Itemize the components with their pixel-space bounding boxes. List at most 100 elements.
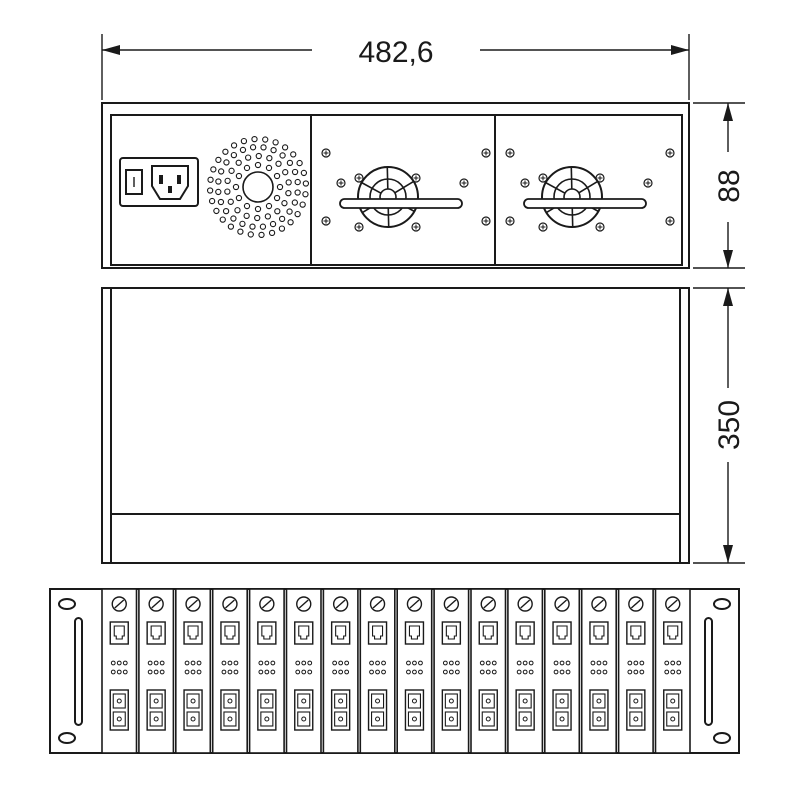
status-led-icon: [221, 660, 227, 666]
status-led-icon: [307, 660, 313, 666]
vent-hole: [234, 207, 241, 214]
vent-hole: [254, 161, 262, 169]
rj45-port-icon: [404, 621, 425, 645]
vent-hole: [235, 194, 243, 202]
status-led-icon: [375, 660, 380, 666]
status-led-icon: [418, 669, 423, 675]
card-faceplate: [507, 588, 544, 754]
fiber-port-icon: [109, 689, 129, 731]
status-led-icon: [258, 669, 264, 675]
vent-hole: [291, 168, 299, 176]
screw-icon: [481, 148, 491, 158]
vent-hole: [227, 198, 234, 205]
status-led-icon: [369, 660, 374, 666]
thumb-screw-icon: [406, 596, 423, 612]
rj45-port-icon: [589, 621, 609, 645]
vent-hole: [259, 223, 267, 230]
rear-view: [101, 102, 690, 269]
thumb-screw-icon: [148, 596, 164, 612]
vent-hole: [213, 207, 220, 215]
status-led-icon: [522, 669, 528, 675]
thumb-screw-icon: [222, 596, 238, 612]
power-inlet-plate: [119, 157, 199, 207]
card-faceplate: [396, 588, 433, 754]
status-led-icon: [184, 669, 190, 675]
rack-ear-hole-bottom-right: [713, 732, 731, 744]
status-led-icon: [375, 669, 380, 675]
vent-hole: [273, 194, 281, 202]
status-led-icon: [553, 660, 559, 666]
vent-hole: [290, 151, 297, 158]
status-led-icon: [264, 669, 270, 675]
screw-icon: [595, 222, 605, 232]
status-led-icon: [454, 660, 460, 666]
status-led-icon: [596, 669, 602, 675]
status-led-icon: [479, 660, 485, 666]
rack-handle-right: [704, 617, 713, 726]
vent-hole: [302, 191, 309, 198]
vent-hole: [265, 164, 273, 172]
thumb-screw-icon: [296, 596, 312, 612]
vent-hole: [244, 154, 252, 161]
rj45-port-icon: [294, 621, 314, 645]
card-faceplate: [175, 588, 212, 754]
media-converter-card: [322, 588, 359, 754]
card-faceplate: [654, 588, 691, 754]
vent-hole: [260, 144, 267, 151]
status-led-icon: [264, 660, 270, 666]
screw-icon: [321, 148, 331, 158]
status-led-icon: [332, 660, 338, 666]
media-converter-card: [654, 588, 691, 754]
rack-ear-hole-top-left: [58, 598, 76, 610]
rear-inner-frame: [110, 114, 683, 266]
top-outer-frame: [101, 287, 690, 564]
status-led-icon: [301, 669, 307, 675]
vent-hole: [269, 220, 277, 228]
vent-hole: [240, 137, 248, 145]
vent-hole: [286, 208, 293, 215]
status-led-icon: [270, 669, 276, 675]
vent-hole: [275, 160, 282, 167]
front-view: [49, 588, 740, 754]
card-faceplate: [580, 588, 618, 754]
rj45-port-icon: [330, 621, 351, 645]
vent-hole: [218, 168, 225, 175]
fiber-port-icon: [183, 689, 203, 731]
media-converter-card: [433, 588, 470, 754]
status-led-icon: [485, 660, 491, 666]
fan-handle: [523, 198, 647, 209]
media-converter-card: [543, 588, 581, 754]
status-led-icon: [479, 669, 485, 675]
vent-hole: [279, 152, 286, 159]
screw-icon: [354, 173, 364, 183]
vent-hole: [300, 169, 308, 177]
screw-icon: [505, 216, 515, 226]
thumb-screw-icon: [628, 596, 644, 612]
fan-spoke: [361, 181, 382, 194]
status-led-icon: [516, 660, 522, 666]
width-arrow-left: [102, 45, 120, 55]
status-led-icon: [664, 660, 670, 666]
status-led-icon: [190, 660, 196, 666]
screw-icon: [481, 216, 491, 226]
fan-spoke: [545, 181, 566, 194]
vent-center-ring: [242, 171, 274, 203]
vent-hole: [270, 147, 277, 154]
width-dimension: 482,6: [101, 34, 690, 100]
vent-hole: [243, 164, 251, 172]
fiber-port-icon: [294, 689, 314, 731]
rack-ear-hole-top-right: [713, 598, 731, 610]
status-led-icon: [153, 669, 159, 675]
height-label: 88: [713, 169, 746, 202]
vent-hole: [219, 216, 226, 223]
media-converter-card: [138, 588, 175, 754]
vent-hole: [276, 183, 284, 191]
status-led-icon: [448, 669, 454, 675]
status-led-icon: [528, 669, 534, 675]
screw-icon: [321, 216, 331, 226]
fan-spoke: [394, 180, 415, 194]
status-led-icon: [485, 669, 491, 675]
status-led-icon: [565, 669, 571, 675]
media-converter-card: [285, 588, 322, 754]
status-led-icon: [627, 669, 633, 675]
